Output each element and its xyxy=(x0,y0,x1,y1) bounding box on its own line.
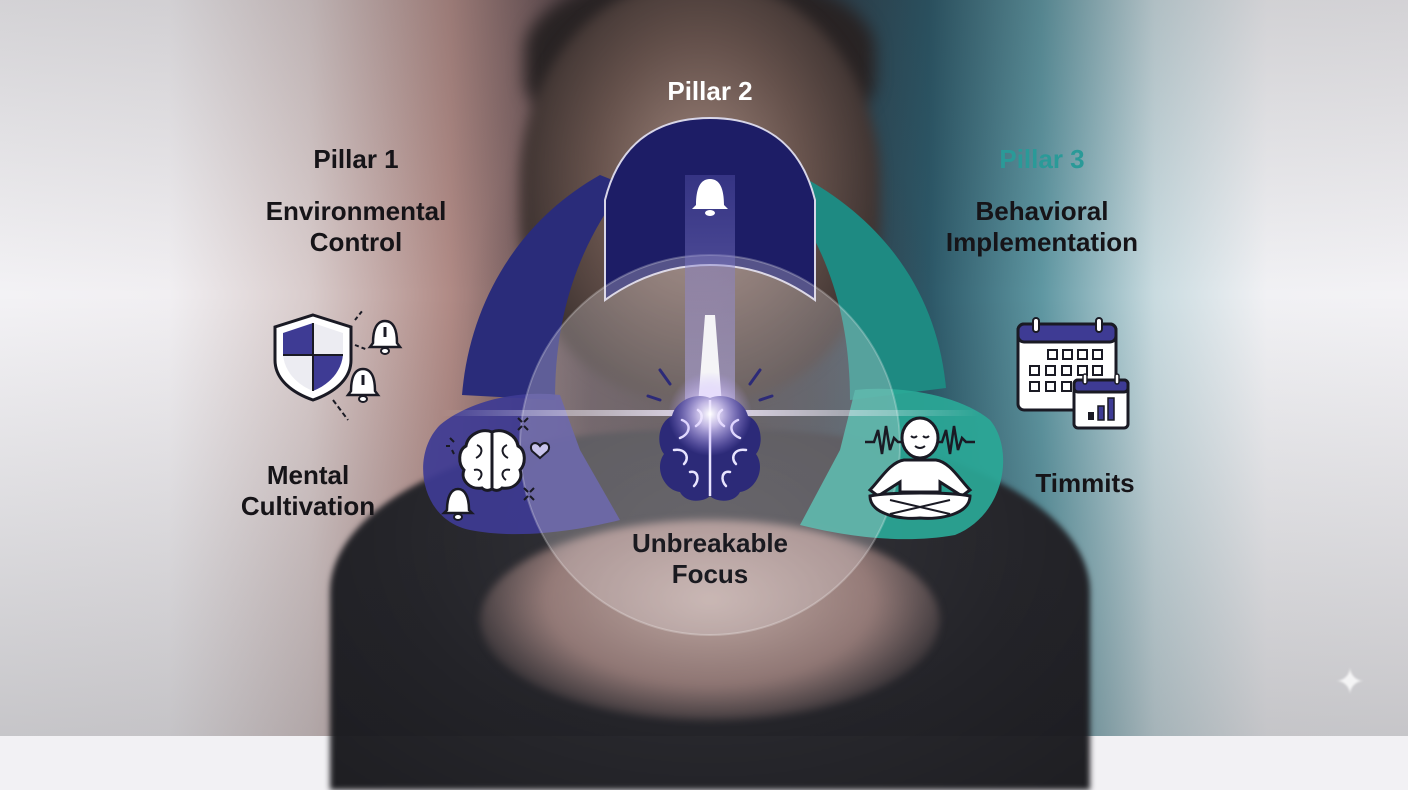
shield-with-bells-icon xyxy=(273,309,403,421)
pillar-1-title: Pillar 1 xyxy=(313,144,399,174)
center-label-line1: Unbreakable xyxy=(631,528,789,558)
right-lobe-label: Timmits xyxy=(1035,468,1135,498)
brain-with-heart-icon xyxy=(440,417,550,521)
calendar-with-chart-icon xyxy=(1016,317,1130,430)
meditating-person-icon xyxy=(865,416,975,520)
sparkle-icon: ✦ xyxy=(1334,661,1366,702)
pillar-1-subtitle-line1: Environmental xyxy=(265,196,447,226)
pillar-1-subtitle: Environmental Control xyxy=(236,196,476,258)
bell-icon xyxy=(692,179,728,216)
center-label: Unbreakable Focus xyxy=(590,528,830,590)
person-hands xyxy=(480,520,940,720)
pillars-diagram xyxy=(273,116,1130,540)
left-lobe-label: Mental Cultivation xyxy=(208,460,408,522)
pillar-1-subtitle-line2: Control xyxy=(309,227,403,258)
center-label-line2: Focus xyxy=(671,559,749,590)
left-lobe-label-line1: Mental xyxy=(266,460,350,490)
pillar-3-subtitle-line1: Behavioral xyxy=(975,196,1109,226)
pillar-3-arc[interactable] xyxy=(780,170,946,400)
pillar-3-subtitle: Behavioral Implementation xyxy=(922,196,1162,258)
pillar-2-title: Pillar 2 xyxy=(667,76,753,106)
left-lobe-label-line2: Cultivation xyxy=(240,491,376,522)
glowing-brain-icon xyxy=(646,368,774,501)
pillar-3-subtitle-line2: Implementation xyxy=(945,227,1139,258)
pillar-1-arc[interactable] xyxy=(462,175,625,400)
pillar-3-title: Pillar 3 xyxy=(999,144,1085,174)
